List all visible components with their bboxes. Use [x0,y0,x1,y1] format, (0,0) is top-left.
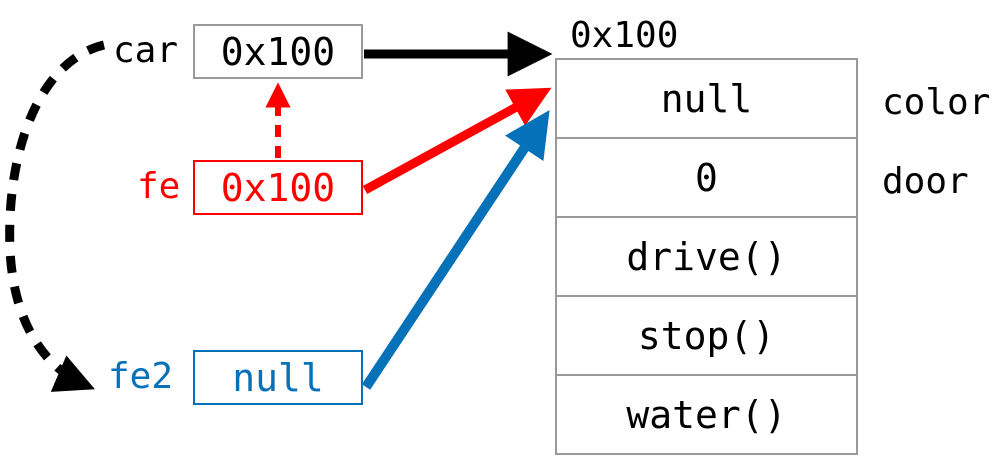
object-value-door: 0 [695,155,718,200]
arrow-fe-to-object [362,87,552,194]
object-row-door[interactable]: 0 [557,139,856,218]
object-row-color[interactable]: null [557,60,856,139]
object-value-drive: drive() [626,234,787,279]
variable-box-car[interactable]: 0x100 [193,24,363,79]
variable-label-car: car [113,30,179,71]
object-row-stop[interactable]: stop() [557,297,856,376]
variable-box-fe2[interactable]: null [193,350,363,405]
object-table: null 0 drive() stop() water() [555,58,858,455]
object-address-label: 0x100 [570,15,679,56]
object-row-water[interactable]: water() [557,376,856,453]
variable-label-fe2: fe2 [108,356,174,397]
arrow-fe2-to-object [361,109,550,390]
object-row-drive[interactable]: drive() [557,218,856,297]
object-value-stop: stop() [637,313,776,358]
object-field-label-door: door [882,161,969,202]
variable-value-fe2: null [232,355,324,400]
variable-value-car: 0x100 [220,29,336,74]
object-field-label-color: color [882,82,991,123]
variable-value-fe: 0x100 [220,165,336,210]
object-value-color: null [660,76,753,121]
variable-box-fe[interactable]: 0x100 [193,160,363,215]
arrow-car-to-fe2 [5,40,106,392]
variable-label-fe: fe [137,166,181,207]
object-value-water: water() [626,392,787,437]
